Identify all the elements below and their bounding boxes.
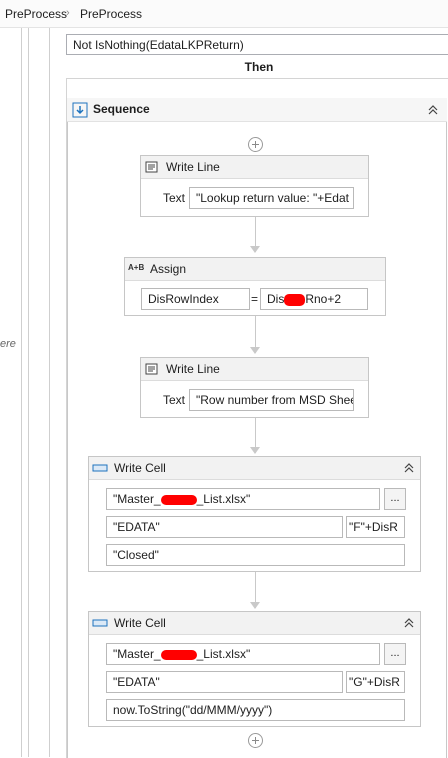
activity-header: Write Line <box>141 156 368 179</box>
workbook-path-field[interactable]: "Master_ _List.xlsx" <box>106 488 380 510</box>
write-line-activity-1[interactable]: Write Line Text "Lookup return value: "+… <box>140 155 369 217</box>
arrow-icon <box>250 347 260 354</box>
redaction-mark <box>160 649 197 660</box>
write-line-icon <box>145 161 158 173</box>
write-line-icon <box>145 363 158 375</box>
gutter-line <box>21 28 22 757</box>
assign-value-prefix: Dis <box>267 292 285 306</box>
cell-field[interactable]: "G"+DisR <box>346 671 405 693</box>
browse-button[interactable]: ... <box>384 643 406 665</box>
arrow-icon <box>250 447 260 454</box>
arrow-icon <box>250 602 260 609</box>
connector <box>255 217 256 252</box>
browse-button[interactable]: ... <box>384 488 406 510</box>
redaction-mark <box>160 494 197 505</box>
assign-activity[interactable]: A+B Assign DisRowIndex = Dis Rno+2 <box>124 257 386 316</box>
add-activity-icon[interactable] <box>248 733 263 748</box>
activity-header: Write Cell <box>89 457 420 480</box>
sequence-title: Sequence <box>93 102 150 116</box>
assign-to-field[interactable]: DisRowIndex <box>141 288 250 310</box>
workbook-prefix: "Master_ <box>113 647 161 661</box>
breadcrumb-item-2[interactable]: PreProcess <box>80 7 143 21</box>
write-line-activity-2[interactable]: Write Line Text "Row number from MSD She… <box>140 357 369 418</box>
text-label: Text <box>163 393 186 407</box>
value-field[interactable]: now.ToString("dd/MMM/yyyy") <box>106 699 405 721</box>
connector <box>255 316 256 353</box>
collapse-icon[interactable] <box>403 462 415 474</box>
text-field[interactable]: "Lookup return value: "+Edat <box>189 187 354 209</box>
gutter-line <box>49 28 50 757</box>
assign-value-field[interactable]: Dis Rno+2 <box>260 288 368 310</box>
assign-icon: A+B <box>128 263 145 272</box>
activity-header: Write Line <box>141 358 368 381</box>
value-field[interactable]: "Closed" <box>106 544 405 566</box>
sequence-icon <box>72 102 88 118</box>
text-field[interactable]: "Row number from MSD Shee <box>189 389 354 411</box>
connector <box>255 418 256 453</box>
text-label: Text <box>163 191 186 205</box>
activity-title: Assign <box>150 262 187 276</box>
condition-input[interactable]: Not IsNothing(EdataLKPReturn) <box>66 34 448 55</box>
write-cell-icon <box>92 464 108 472</box>
workbook-suffix: _List.xlsx" <box>196 647 251 661</box>
collapse-icon[interactable] <box>403 617 415 629</box>
arrow-icon <box>250 246 260 253</box>
collapse-icon[interactable] <box>427 104 439 116</box>
equals-label: = <box>251 292 259 306</box>
gutter-line <box>28 28 29 757</box>
workbook-path-field[interactable]: "Master_ _List.xlsx" <box>106 643 380 665</box>
write-cell-activity-2[interactable]: Write Cell "Master_ _List.xlsx" ... "EDAT… <box>88 611 421 727</box>
redaction-mark <box>284 293 306 306</box>
activity-title: Write Line <box>166 362 220 376</box>
breadcrumb-item-1[interactable]: PreProcess <box>5 7 68 21</box>
add-activity-icon[interactable] <box>248 137 263 152</box>
write-cell-activity-1[interactable]: Write Cell "Master_ _List.xlsx" ... "EDAT… <box>88 456 421 572</box>
assign-value-suffix: Rno+2 <box>305 292 342 306</box>
workbook-suffix: _List.xlsx" <box>196 492 251 506</box>
then-label: Then <box>244 60 274 74</box>
sheet-name-field[interactable]: "EDATA" <box>106 516 343 538</box>
breadcrumb: PreProcess › PreProcess <box>0 0 448 28</box>
activity-title: Write Line <box>166 160 220 174</box>
activity-title: Write Cell <box>114 616 166 630</box>
connector <box>255 572 256 608</box>
sheet-name-field[interactable]: "EDATA" <box>106 671 343 693</box>
cell-field[interactable]: "F"+DisR <box>346 516 405 538</box>
workbook-prefix: "Master_ <box>113 492 161 506</box>
sequence-header[interactable]: Sequence <box>67 98 447 122</box>
activity-title: Write Cell <box>114 461 166 475</box>
chevron-right-icon: › <box>66 7 70 19</box>
activity-header: A+B Assign <box>125 258 385 281</box>
side-text: ere <box>0 338 16 350</box>
activity-header: Write Cell <box>89 612 420 635</box>
write-cell-icon <box>92 619 108 627</box>
